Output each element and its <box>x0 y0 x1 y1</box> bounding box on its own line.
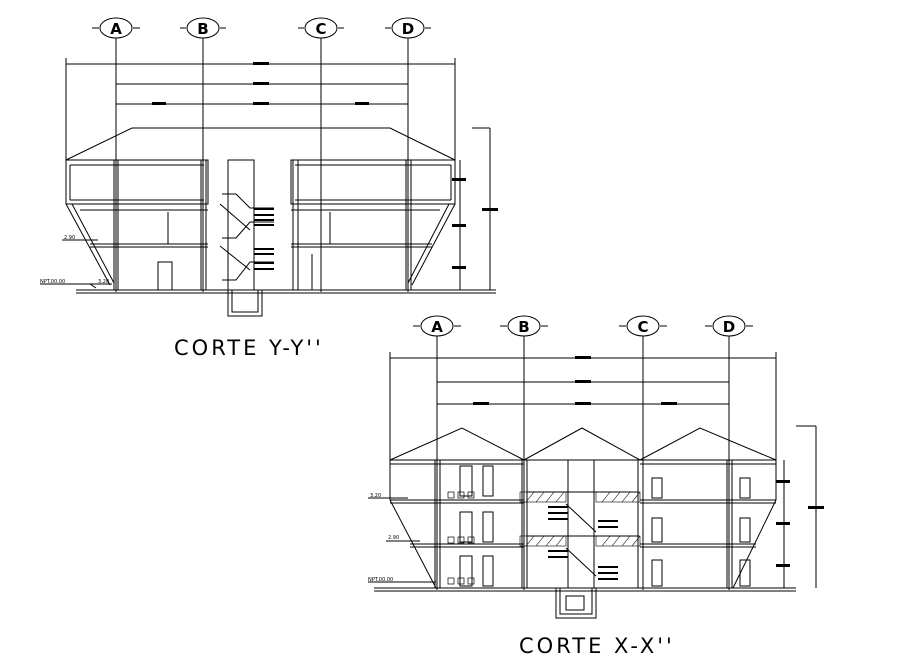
axis-bubble-c: C <box>298 17 344 39</box>
axis-bubble-d-x: D <box>705 315 753 337</box>
level-label-npt-x: NPT.00.00 <box>368 577 393 583</box>
axis-label-d: D <box>402 20 414 38</box>
level-markers-x: NPT.00.00 2.90 3.20 <box>368 493 436 583</box>
axis-bubble-a: A <box>92 17 140 39</box>
level-label-top-x: 3.20 <box>370 493 381 499</box>
dimension-lines-y <box>65 58 498 290</box>
axis-label-c-x: C <box>637 318 648 336</box>
axis-label-d-x: D <box>723 318 735 336</box>
section-x-drawing: A B C D <box>368 315 824 619</box>
axis-bubble-b: B <box>180 17 226 39</box>
level-label-low: 3.20 <box>98 279 109 285</box>
axis-bubble-b-x: B <box>500 315 548 337</box>
level-markers-y: NPT.00.00 2.90 3.20 <box>40 235 112 289</box>
axis-label-b: B <box>197 20 208 38</box>
level-label-npt: NPT.00.00 <box>40 279 65 285</box>
axis-lines-x <box>436 336 730 590</box>
dimension-lines-x <box>389 352 824 588</box>
axis-label-a-x: A <box>431 318 443 336</box>
axis-bubble-c-x: C <box>619 315 667 337</box>
section-title-x: CORTE X-X'' <box>519 634 675 658</box>
section-title-y: CORTE Y-Y'' <box>174 336 324 360</box>
axis-label-a: A <box>110 20 122 38</box>
building-section-y <box>65 127 496 317</box>
axis-label-c: C <box>315 20 326 38</box>
building-section-x <box>374 427 796 619</box>
axis-bubble-a-x: A <box>413 315 461 337</box>
axis-label-b-x: B <box>518 318 529 336</box>
level-label-mid-x: 2.90 <box>388 535 399 541</box>
section-y-drawing: A B C D <box>40 17 498 317</box>
axis-bubble-d: D <box>385 17 431 39</box>
level-label-mid: 2.90 <box>64 235 75 241</box>
